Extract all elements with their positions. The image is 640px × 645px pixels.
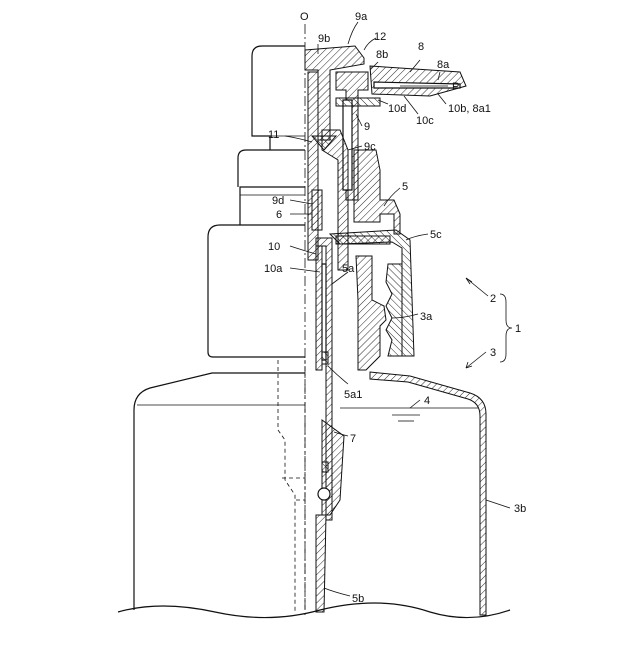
label-O: O [300,11,309,23]
cap-exterior [208,46,305,357]
label-8b: 8b [376,49,388,61]
label-10: 10 [268,241,280,253]
label-6: 6 [276,209,282,221]
label-3b: 3b [514,503,526,515]
label-2: 2 [490,293,496,305]
label-8: 8 [418,41,424,53]
label-1: 1 [515,323,521,335]
label-5c: 5c [430,229,442,241]
label-9c: 9c [364,141,376,153]
label-5b: 5b [352,593,364,605]
label-9: 9 [364,121,370,133]
label-3: 3 [490,347,496,359]
label-5: 5 [402,181,408,193]
liquid-level [340,408,478,421]
label-5a: 5a [342,263,355,275]
label-9a: 9a [355,11,368,23]
bottle-body [118,372,510,618]
label-12: 12 [374,31,386,43]
label-11: 11 [268,129,279,141]
section-mechanism [305,46,466,612]
label-8a: 8a [437,59,450,71]
label-10d: 10d [388,103,406,115]
label-7: 7 [350,433,356,445]
label-3a: 3a [420,311,433,323]
hidden-lines [278,360,305,612]
label-10c: 10c [416,115,434,127]
label-9d: 9d [272,195,284,207]
label-4: 4 [424,395,430,407]
label-P: P [452,81,459,93]
label-5a1: 5a1 [344,389,362,401]
label-10b-8a1: 10b, 8a1 [448,103,491,115]
label-10a: 10a [264,263,283,275]
label-9b: 9b [318,33,330,45]
